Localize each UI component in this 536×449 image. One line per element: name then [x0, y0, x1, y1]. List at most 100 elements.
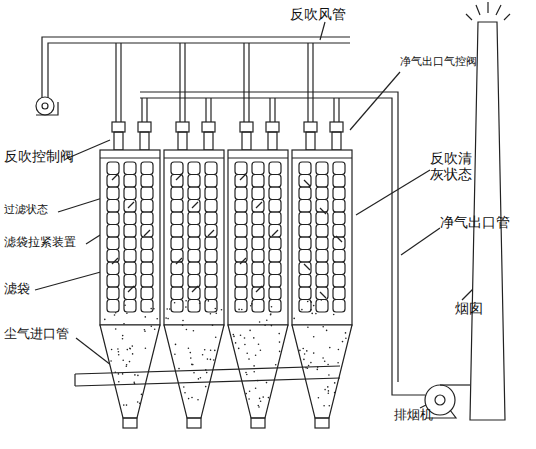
- dust-dot: [214, 350, 216, 352]
- dust-dot: [259, 398, 261, 400]
- filter-bag-segment: [252, 212, 264, 225]
- filter-bag-segment: [188, 175, 200, 188]
- part-label: 净气出口管: [440, 214, 510, 230]
- flow-arrow: [208, 230, 214, 236]
- dust-dot: [144, 329, 146, 331]
- filter-bag-segment: [269, 162, 281, 175]
- part-label: 反吹风管: [290, 6, 346, 22]
- filter-bag-segment: [188, 225, 200, 238]
- flow-arrow: [320, 292, 326, 298]
- filter-bag-segment: [141, 300, 153, 313]
- filter-bag-segment: [269, 175, 281, 188]
- dust-dot: [271, 306, 273, 308]
- dust-dot: [249, 391, 251, 393]
- dust-dot: [169, 308, 171, 310]
- dust-dot: [307, 327, 309, 329]
- dust-dot: [117, 348, 119, 350]
- dust-dot: [238, 309, 240, 311]
- filter-bag-segment: [316, 300, 328, 313]
- dust-dot: [255, 388, 257, 390]
- dust-dot: [126, 404, 128, 406]
- filter-bag-segment: [205, 200, 217, 213]
- dust-dot: [174, 354, 176, 356]
- dust-dot: [199, 302, 201, 304]
- back-blow-branch: [184, 43, 185, 128]
- dust-dot: [245, 393, 247, 395]
- dust-dot: [156, 318, 158, 320]
- valve-stem: [306, 132, 315, 150]
- dust-dot: [184, 392, 186, 394]
- filter-bag-segment: [141, 212, 153, 225]
- filter-bag-segment: [299, 262, 311, 275]
- filter-bag-segment: [188, 250, 200, 263]
- dust-dot: [154, 329, 156, 331]
- filter-bag-segment: [299, 237, 311, 250]
- dust-dot: [133, 381, 135, 383]
- dust-dot: [306, 350, 308, 352]
- dust-dot: [345, 332, 347, 334]
- dust-dot: [122, 373, 124, 375]
- dust-dot: [264, 325, 266, 327]
- back-blow-pipe: [42, 37, 350, 98]
- filter-bag-segment: [269, 275, 281, 288]
- dust-dot: [328, 393, 330, 395]
- filter-bag-segment: [124, 212, 136, 225]
- filter-bag-segment: [124, 187, 136, 200]
- dust-dot: [123, 404, 125, 406]
- filter-bag-segment: [141, 225, 153, 238]
- valve-stem: [178, 132, 187, 150]
- filter-bag-segment: [171, 175, 183, 188]
- filter-bag-segment: [171, 200, 183, 213]
- filter-bag-segment: [333, 275, 345, 288]
- dust-dot: [307, 367, 309, 369]
- flow-arrow: [320, 208, 326, 214]
- valve-stem: [332, 132, 341, 150]
- filter-bag-segment: [205, 225, 217, 238]
- flow-arrow: [304, 264, 310, 270]
- filter-bag-segment: [333, 175, 345, 188]
- filter-bag-segment: [252, 237, 264, 250]
- dust-dot: [258, 406, 260, 408]
- dust-dot: [259, 321, 261, 323]
- flow-arrow: [240, 258, 246, 264]
- filter-bag-segment: [235, 300, 247, 313]
- control-valve: [176, 122, 189, 132]
- flow-arrow: [272, 230, 278, 236]
- dust-dot: [338, 349, 340, 351]
- compartment-body: [228, 150, 288, 325]
- dust-dot: [139, 403, 141, 405]
- filter-bag-segment: [235, 187, 247, 200]
- dust-dot: [328, 374, 330, 376]
- flow-arrow: [144, 230, 150, 236]
- filter-bag-segment: [252, 175, 264, 188]
- dust-dot: [311, 301, 313, 303]
- dust-dot: [144, 331, 146, 333]
- filter-bag-segment: [205, 212, 217, 225]
- filter-bag-segment: [171, 162, 183, 175]
- dust-dot: [303, 359, 305, 361]
- dust-dot: [186, 329, 188, 331]
- flow-arrow: [176, 258, 182, 264]
- dust-dot: [118, 351, 120, 353]
- fan-inlet: [392, 382, 425, 395]
- part-label: 排烟机: [394, 408, 433, 423]
- filter-bag-segment: [299, 187, 311, 200]
- back-blow-branch: [115, 43, 116, 128]
- dust-dot: [130, 348, 132, 350]
- dust-dot: [326, 330, 328, 332]
- dust-dot: [324, 389, 326, 391]
- filter-bag-segment: [299, 300, 311, 313]
- dust-dot: [323, 405, 325, 407]
- dust-dot: [193, 330, 195, 332]
- dust-dot: [258, 405, 260, 407]
- tube-sheet: [164, 157, 224, 158]
- filter-bag-segment: [235, 225, 247, 238]
- dust-dot: [123, 323, 125, 325]
- dust-dot: [153, 308, 155, 310]
- filter-bag-segment: [269, 187, 281, 200]
- discharge-outlet: [315, 418, 329, 428]
- exhaust-fan-hub: [435, 395, 445, 405]
- valve-stem: [242, 132, 251, 150]
- filter-bag-segment: [107, 200, 119, 213]
